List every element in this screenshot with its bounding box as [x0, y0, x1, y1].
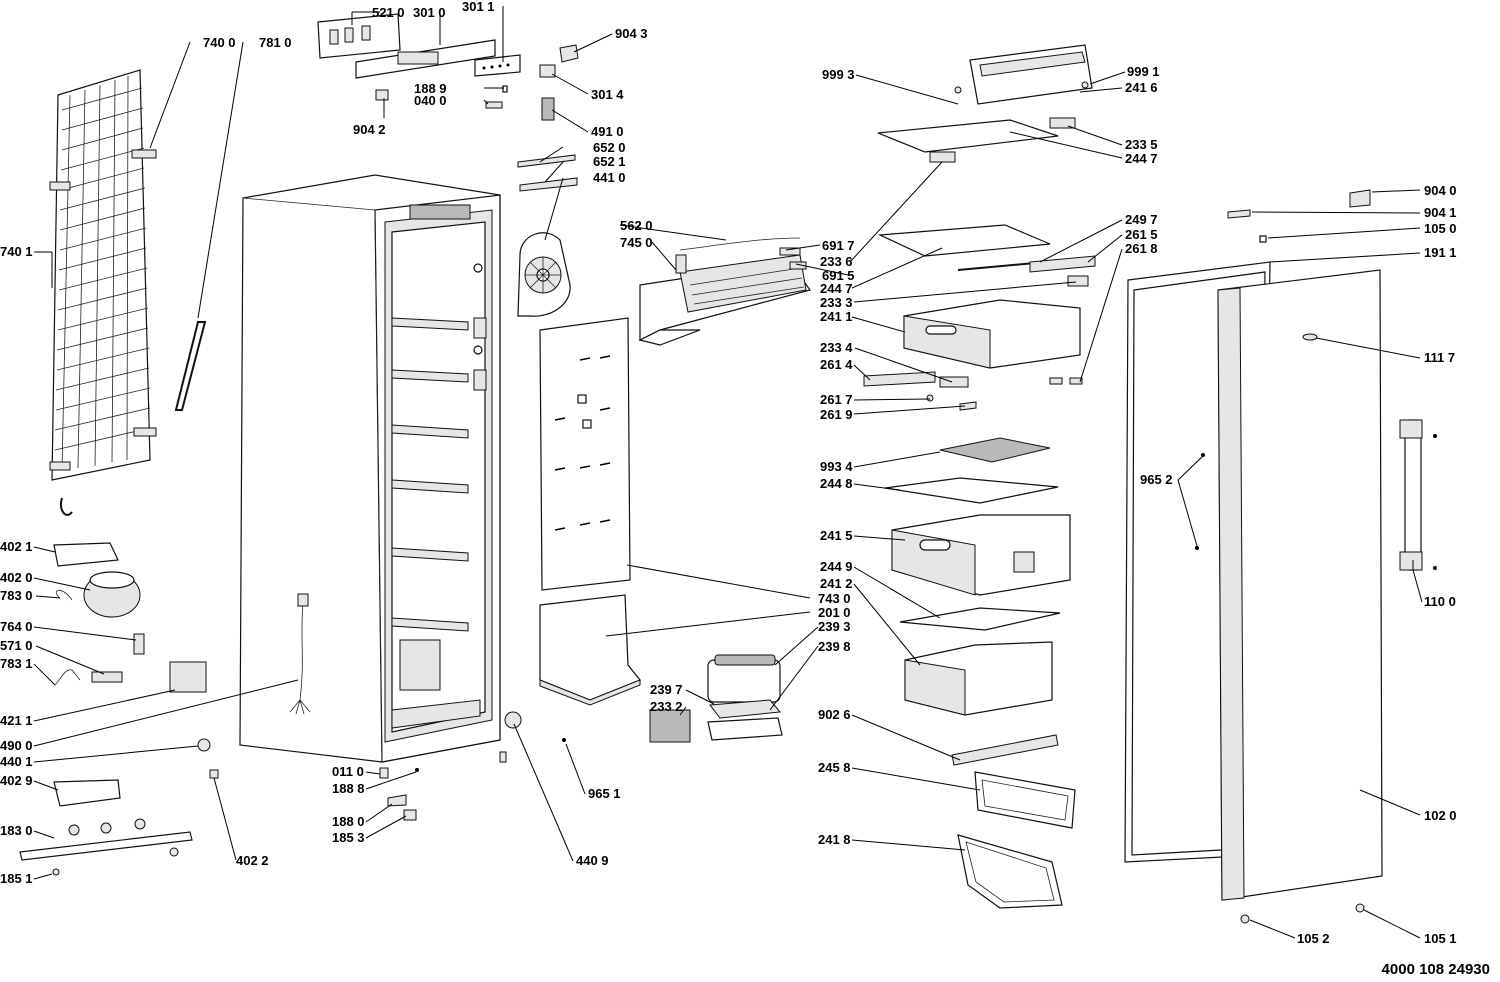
label-783-0: 783 0 — [0, 588, 33, 603]
label-110-0: 110 0 — [1424, 594, 1456, 609]
label-691-7: 691 7 — [822, 238, 855, 253]
label-241-6: 241 6 — [1125, 80, 1158, 95]
evaporator-drawing — [638, 237, 811, 346]
door-drawing — [1124, 189, 1437, 924]
label-999-1: 999 1 — [1127, 64, 1160, 79]
label-239-7: 239 7 — [650, 682, 683, 697]
label-745-0: 745 0 — [620, 235, 653, 250]
power-cord-drawing — [289, 593, 311, 715]
drain-tube-drawing — [174, 321, 207, 411]
label-111-7: 111 7 — [1424, 350, 1455, 365]
label-261-8: 261 8 — [1125, 241, 1158, 256]
label-241-8: 241 8 — [818, 832, 851, 847]
label-244-8: 244 8 — [820, 476, 853, 491]
label-249-7: 249 7 — [1125, 212, 1158, 227]
label-188-8: 188 8 — [332, 781, 365, 796]
label-904-1: 904 1 — [1424, 205, 1457, 220]
label-490-0: 490 0 — [0, 738, 33, 753]
label-102-0: 102 0 — [1424, 808, 1457, 823]
label-241-5: 241 5 — [820, 528, 853, 543]
label-244-7b: 244 7 — [1125, 151, 1158, 166]
label-241-2: 241 2 — [820, 576, 853, 591]
label-233-6: 233 6 — [820, 254, 853, 269]
label-402-2: 402 2 — [236, 853, 269, 868]
label-239-3: 239 3 — [818, 619, 851, 634]
label-491-0: 491 0 — [591, 124, 624, 139]
label-764-0: 764 0 — [0, 619, 33, 634]
label-105-0: 105 0 — [1424, 221, 1457, 236]
label-740-1: 740 1 — [0, 244, 33, 259]
part-labels: 521 0 301 0 301 1 904 3 740 0 781 0 188 … — [0, 0, 1457, 946]
label-191-1: 191 1 — [1424, 245, 1457, 260]
label-040-0: 040 0 — [414, 93, 447, 108]
label-440-1: 440 1 — [0, 754, 33, 769]
label-245-8: 245 8 — [818, 760, 851, 775]
label-781-0: 781 0 — [259, 35, 292, 50]
small-parts-top-drawing — [375, 44, 579, 192]
base-rail-drawing — [19, 818, 193, 876]
label-902-6: 902 6 — [818, 707, 851, 722]
bottom-small-parts-drawing — [379, 711, 566, 821]
label-740-0: 740 0 — [203, 35, 236, 50]
back-panel-drawing — [539, 317, 631, 591]
label-783-1: 783 1 — [0, 656, 33, 671]
label-999-3: 999 3 — [822, 67, 855, 82]
label-743-0: 743 0 — [818, 591, 851, 606]
label-188-9: 188 9 — [414, 81, 447, 96]
label-652-0: 652 0 — [593, 140, 626, 155]
label-402-1: 402 1 — [0, 539, 33, 554]
label-233-4: 233 4 — [820, 340, 853, 355]
condenser-drawing — [49, 69, 157, 516]
label-402-0: 402 0 — [0, 570, 33, 585]
label-301-1: 301 1 — [462, 0, 495, 14]
label-011-0: 011 0 — [332, 764, 364, 779]
label-244-9: 244 9 — [820, 559, 853, 574]
label-440-9: 440 9 — [576, 853, 609, 868]
label-421-1: 421 1 — [0, 713, 33, 728]
label-904-0: 904 0 — [1424, 183, 1457, 198]
label-233-2: 233 2 — [650, 699, 683, 714]
label-188-0: 188 0 — [332, 814, 365, 829]
label-993-4: 993 4 — [820, 459, 853, 474]
label-105-1: 105 1 — [1424, 931, 1457, 946]
label-201-0: 201 0 — [818, 605, 851, 620]
label-261-7: 261 7 — [820, 392, 853, 407]
label-185-3: 185 3 — [332, 830, 365, 845]
label-965-1: 965 1 — [588, 786, 621, 801]
label-241-1: 241 1 — [820, 309, 853, 324]
bottom-plate-drawing — [539, 594, 641, 706]
label-183-0: 183 0 — [0, 823, 33, 838]
label-965-2: 965 2 — [1140, 472, 1173, 487]
label-301-4: 301 4 — [591, 87, 624, 102]
compressor-drawing — [53, 542, 219, 807]
label-185-1: 185 1 — [0, 871, 33, 886]
label-233-3: 233 3 — [820, 295, 853, 310]
label-441-0: 441 0 — [593, 170, 626, 185]
fan-drawing — [517, 232, 571, 317]
label-239-8: 239 8 — [818, 639, 851, 654]
label-261-5: 261 5 — [1125, 227, 1158, 242]
label-521-0: 521 0 — [372, 5, 405, 20]
label-691-5: 691 5 — [822, 268, 855, 283]
label-402-9: 402 9 — [0, 773, 33, 788]
control-panel-drawing — [317, 13, 521, 79]
label-261-4: 261 4 — [820, 357, 853, 372]
label-904-3: 904 3 — [615, 26, 648, 41]
label-233-5: 233 5 — [1125, 137, 1158, 152]
label-261-9: 261 9 — [820, 407, 853, 422]
label-571-0: 571 0 — [0, 638, 33, 653]
cabinet-drawing — [239, 174, 501, 763]
label-301-0: 301 0 — [413, 5, 446, 20]
leader-lines — [33, 6, 1423, 939]
label-652-1: 652 1 — [593, 154, 626, 169]
document-number: 4000 108 24930 — [1381, 961, 1490, 978]
label-904-2: 904 2 — [353, 122, 386, 137]
label-244-7: 244 7 — [820, 281, 853, 296]
label-105-2: 105 2 — [1297, 931, 1330, 946]
label-562-0: 562 0 — [620, 218, 653, 233]
shelves-drawing — [863, 44, 1096, 909]
ice-maker-drawing — [649, 654, 783, 743]
